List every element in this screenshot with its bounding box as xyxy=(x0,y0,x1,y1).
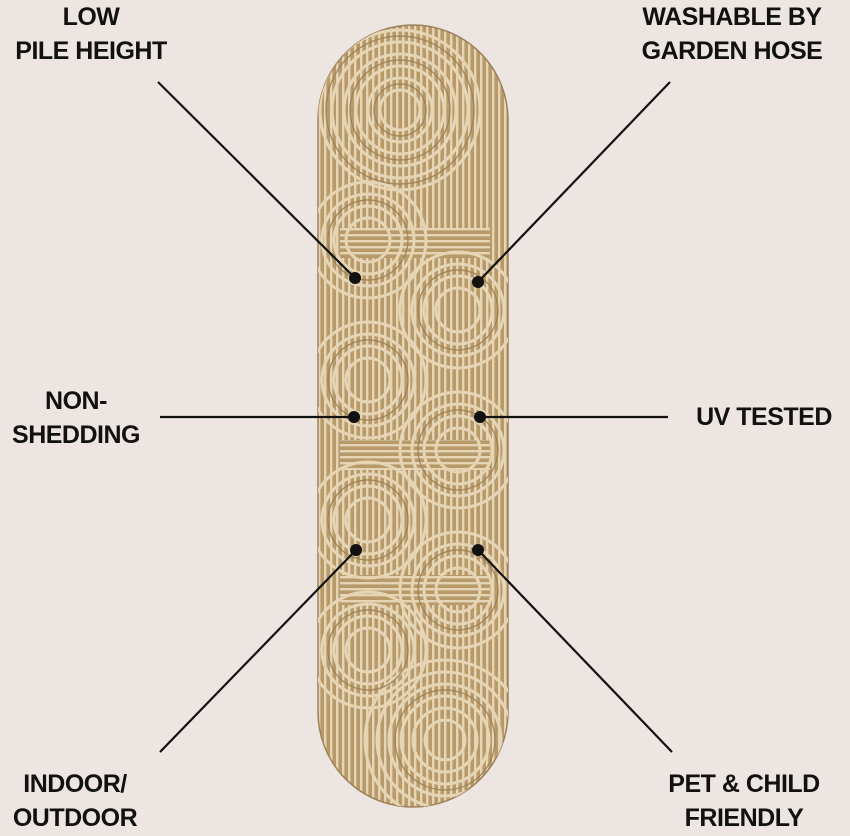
label-uv-tested-line1: UV TESTED xyxy=(696,403,832,431)
callout-non-shedding xyxy=(160,411,360,423)
label-pet-child-line1: PET & CHILD xyxy=(668,770,820,798)
callout-washable xyxy=(472,81,671,288)
label-washable-line2: GARDEN HOSE xyxy=(641,37,823,65)
label-indoor-outdoor-line1: INDOOR/ xyxy=(23,770,127,798)
label-washable: WASHABLE BY GARDEN HOSE xyxy=(620,0,844,68)
label-non-shedding-line2: SHEDDING xyxy=(12,421,140,449)
label-pet-child-line2: FRIENDLY xyxy=(684,804,804,832)
label-pet-child-friendly: PET & CHILD FRIENDLY xyxy=(654,767,834,835)
label-low-pile-line2: PILE HEIGHT xyxy=(15,37,167,65)
label-non-shedding-line1: NON- xyxy=(45,387,107,415)
callout-indoor-outdoor xyxy=(159,544,362,753)
label-low-pile-height: LOW PILE HEIGHT xyxy=(0,0,182,68)
label-non-shedding: NON- SHEDDING xyxy=(0,384,152,452)
rug-pattern xyxy=(318,28,508,807)
label-indoor-outdoor-line2: OUTDOOR xyxy=(12,804,138,832)
callout-low-pile xyxy=(157,81,361,284)
label-low-pile-line1: LOW xyxy=(62,3,120,31)
label-indoor-outdoor: INDOOR/ OUTDOOR xyxy=(0,767,150,835)
label-washable-line1: WASHABLE BY xyxy=(642,3,822,31)
callout-pet-child xyxy=(472,544,673,753)
rug-illustration xyxy=(317,24,509,808)
label-uv-tested: UV TESTED xyxy=(682,400,846,434)
callout-uv-tested xyxy=(474,411,668,423)
